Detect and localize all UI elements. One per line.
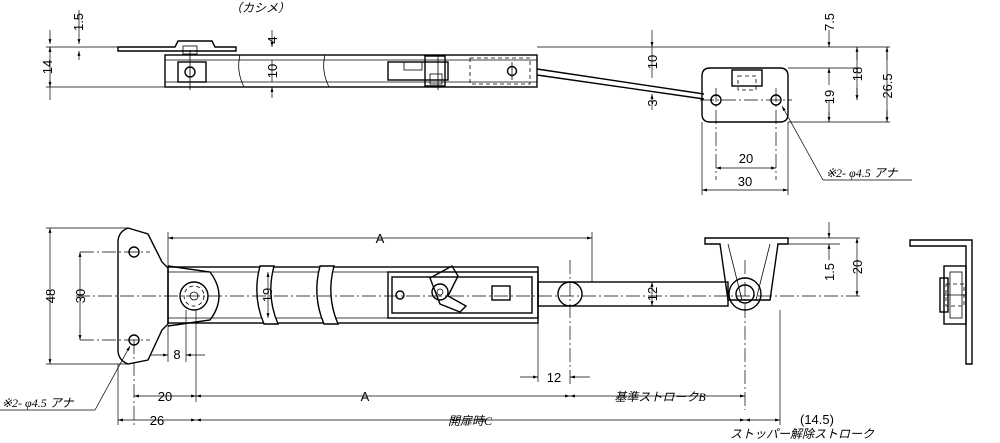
dim-a-bottom: A — [361, 389, 370, 404]
dim-10-left: 10 — [265, 64, 280, 78]
dim-a-top: A — [376, 231, 385, 246]
dim-b-label: 基準ストロークB — [614, 390, 706, 404]
kashime-label: （カシメ） — [230, 1, 290, 15]
front-view: A 48 30 19 12 1.5 20 8 12 — [0, 222, 875, 441]
dim-12-bottom: 12 — [547, 370, 561, 385]
dim-14-5: (14.5) — [800, 412, 834, 427]
dim-20-bottom: 20 — [158, 389, 172, 404]
dim-7-5: 7.5 — [822, 13, 837, 31]
dim-48: 48 — [43, 289, 58, 303]
top-view: 1.5 14 4 10 （カシメ） 10 3 7.5 18 19 26.5 — [40, 1, 912, 195]
hole-note-top: ※2- φ4.5 アナ — [826, 166, 898, 180]
dim-19: 19 — [822, 90, 837, 104]
stopper-label: ストッパー解除ストローク — [730, 427, 875, 441]
dim-10-right: 10 — [645, 55, 660, 69]
dim-26: 26 — [150, 413, 164, 428]
dim-18: 18 — [850, 67, 865, 81]
dim-30-front: 30 — [73, 289, 88, 303]
dim-1-5-front: 1.5 — [822, 263, 837, 281]
dim-12-height: 12 — [645, 287, 660, 301]
hole-note-front: ※2- φ4.5 アナ — [2, 396, 74, 410]
dim-4: 4 — [265, 36, 280, 43]
dim-19-front: 19 — [260, 288, 275, 302]
dim-30-top: 30 — [738, 174, 752, 189]
dim-26-5: 26.5 — [880, 73, 895, 98]
dim-8: 8 — [173, 347, 180, 362]
dim-20-right: 20 — [850, 260, 865, 274]
dim-20-top: 20 — [739, 151, 753, 166]
dim-c-label: 開扉時C — [448, 414, 493, 428]
side-view — [909, 239, 973, 365]
dim-14: 14 — [40, 60, 55, 74]
dim-3: 3 — [645, 99, 660, 106]
dim-1-5-top: 1.5 — [71, 13, 86, 31]
